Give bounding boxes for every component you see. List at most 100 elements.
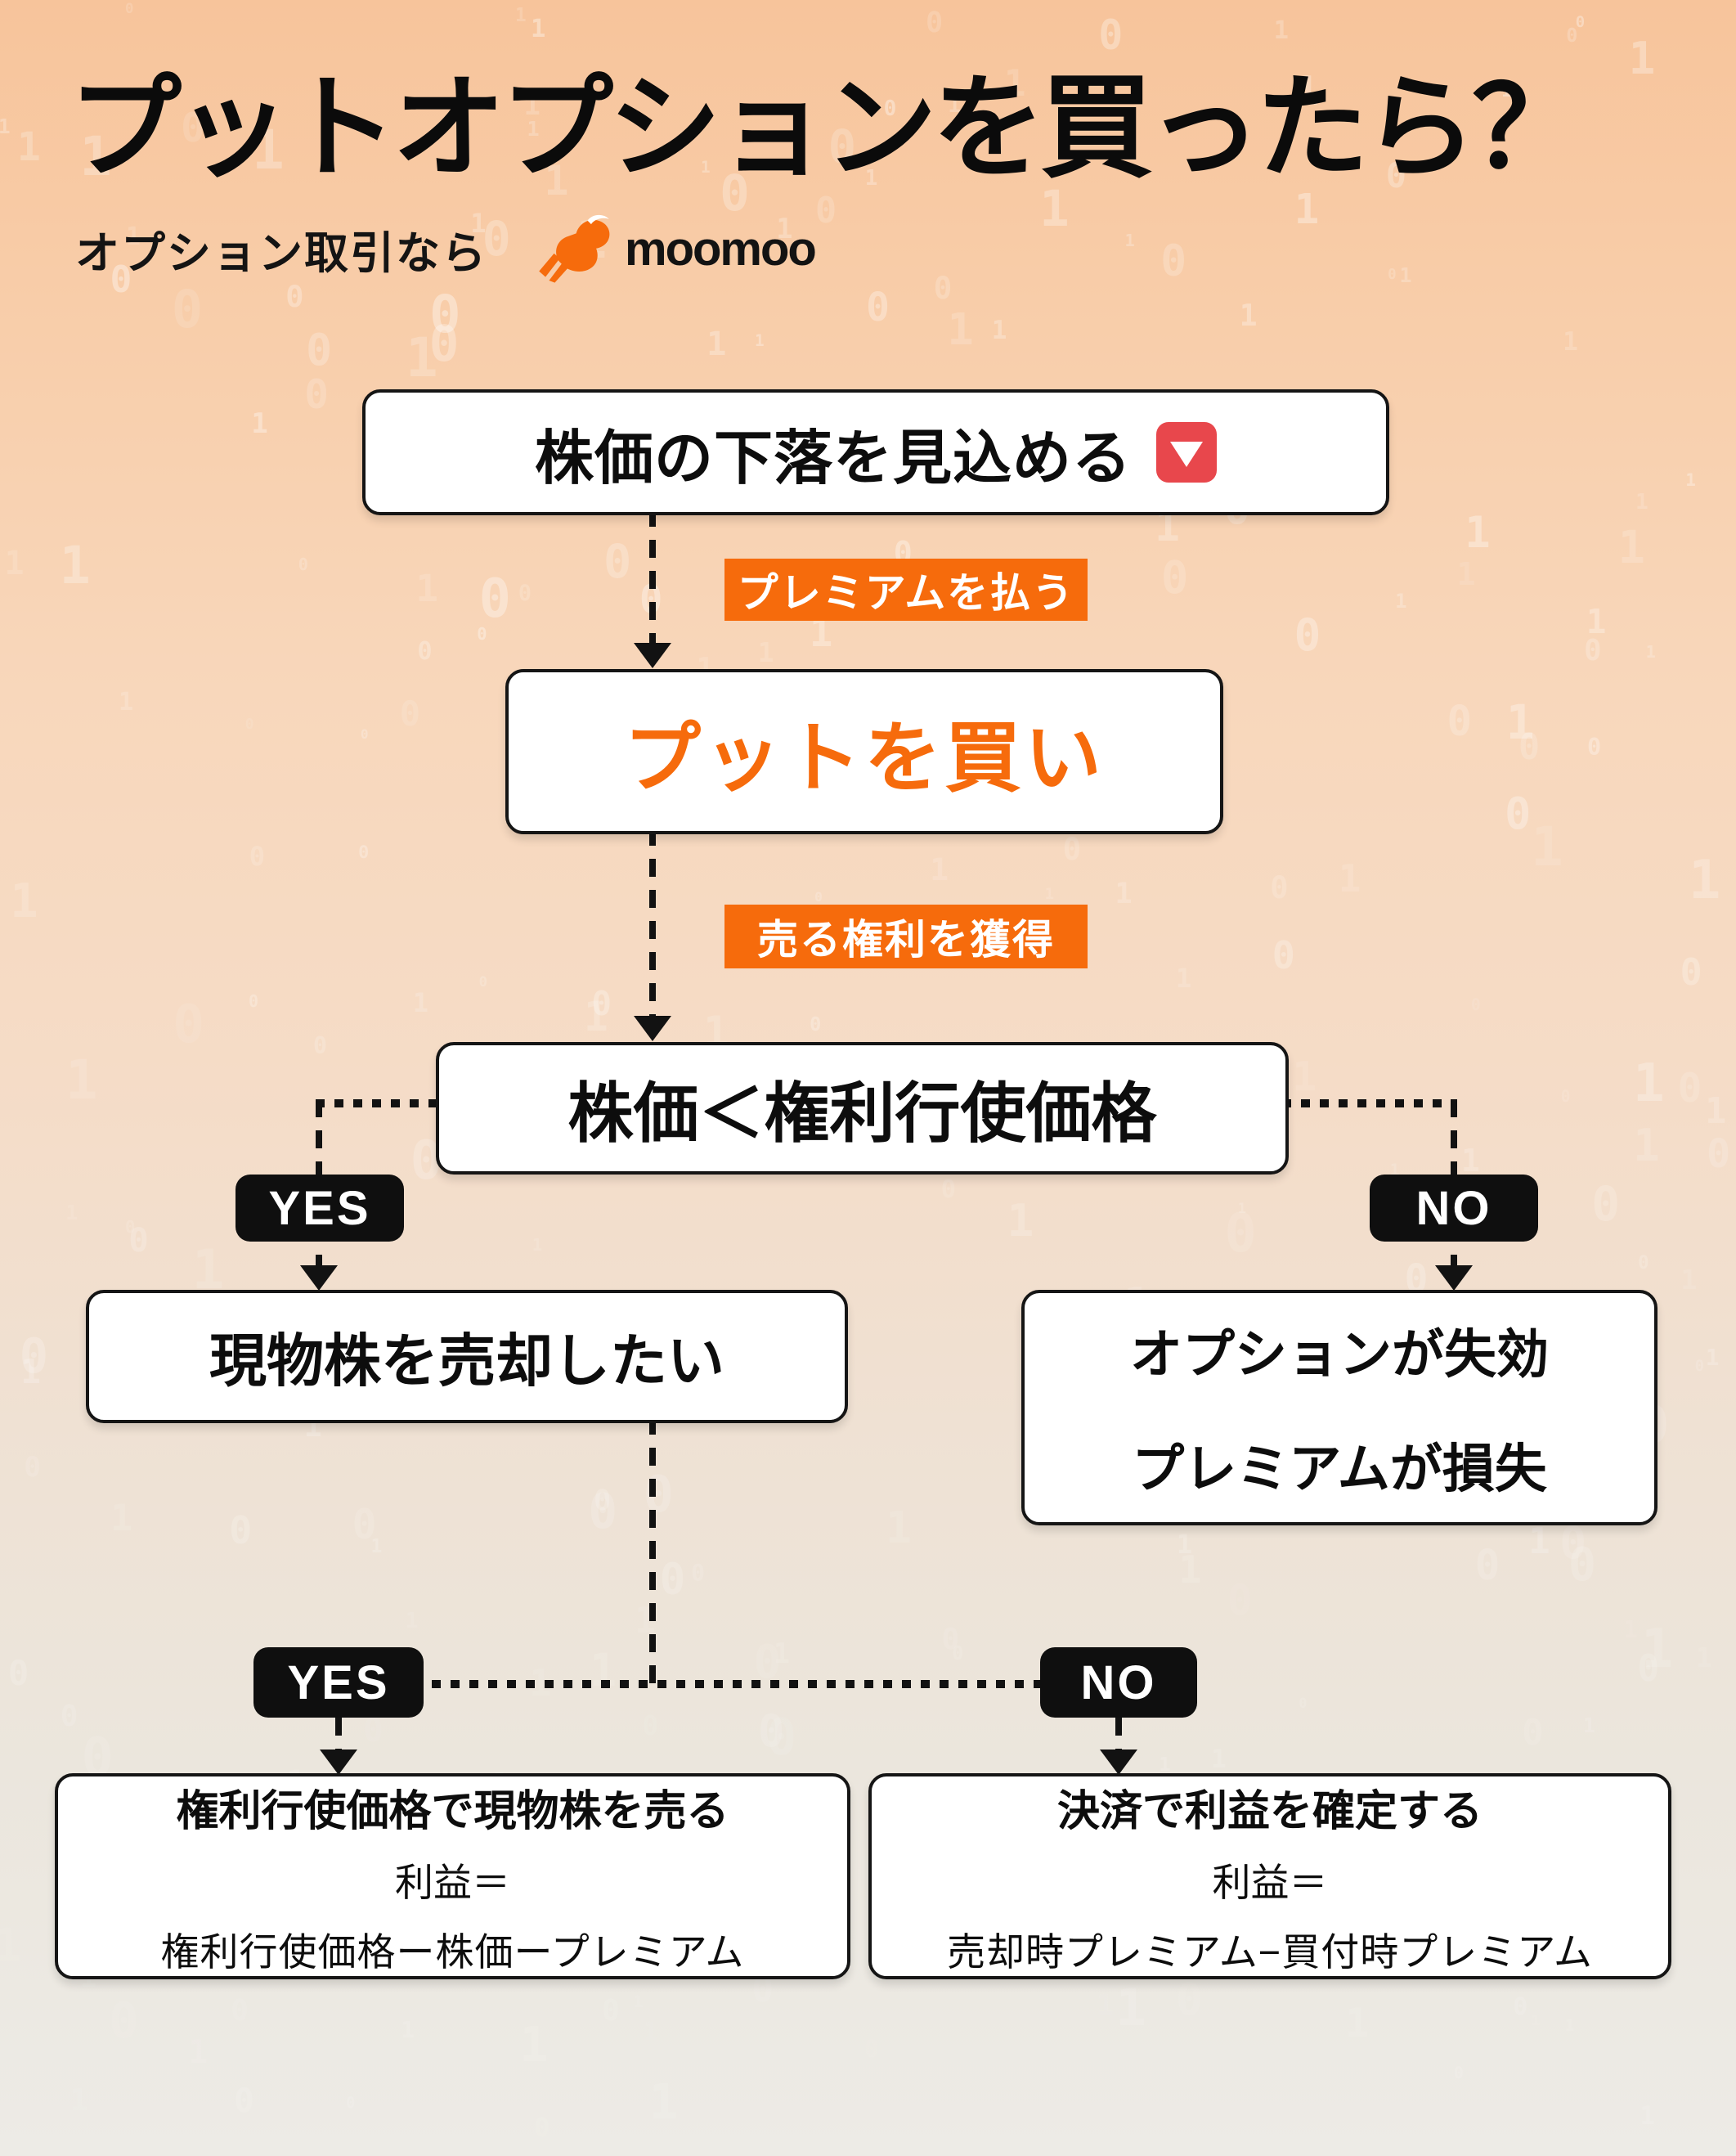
binary-digit: 1 [251, 406, 268, 440]
node-settle-profit: 決済で利益を確定する 利益＝ 売却時プレミアム−買付時プレミアム [868, 1773, 1671, 1979]
binary-digit: 0 [304, 370, 329, 418]
binary-digit: 1 [1003, 62, 1026, 106]
binary-digit: 0 [482, 211, 511, 267]
binary-digit: 1 [1689, 848, 1721, 911]
binary-digit: 0 [1518, 727, 1540, 769]
binary-digit: 0 [1272, 934, 1295, 979]
binary-digit: 1 [530, 14, 546, 43]
binary-digit: 0 [1299, 1695, 1308, 1711]
binary-digit: 1 [1044, 885, 1054, 903]
binary-digit: 1 [757, 637, 774, 669]
binary-digit: 0 [346, 2094, 356, 2112]
binary-digit: 1 [527, 117, 540, 141]
binary-digit: 0 [363, 1709, 384, 1750]
binary-digit: 1 [65, 1049, 98, 1112]
binary-digit: 1 [991, 316, 1007, 346]
binary-digit: 0 [181, 103, 205, 151]
binary-digit: 1 [1680, 1263, 1698, 1296]
binary-digit: 1 [1695, 1641, 1712, 1673]
page-subtitle: オプション取引なら [75, 228, 487, 278]
binary-digit: 0 [285, 279, 304, 315]
binary-digit: 0 [478, 568, 511, 630]
binary-digit: 1 [65, 1201, 79, 1225]
binary-digit: 0 [643, 1464, 674, 1524]
binary-digit: 0 [691, 1559, 705, 1587]
binary-digit: 1 [1640, 1618, 1674, 1680]
binary-digit: 0 [417, 636, 433, 666]
node-condition-label: 株価＜権利行使価格 [567, 1077, 1157, 1150]
edge-label-acquire-right: 売る権利を獲得 [724, 905, 1088, 968]
binary-digit: 1 [10, 873, 38, 928]
binary-digit: 0 [594, 1484, 612, 1518]
binary-digit: 0 [940, 1175, 956, 1205]
binary-digit: 1 [1124, 230, 1135, 250]
binary-digit: 0 [173, 994, 204, 1055]
binary-digit: 1 [1395, 589, 1407, 613]
binary-digit: 0 [757, 1705, 785, 1758]
binary-digit: 1 [1705, 1090, 1727, 1132]
binary-digit: 1 [70, 2082, 88, 2118]
binary-digit: 1 [584, 992, 608, 1040]
binary-digit: 1 [1505, 694, 1535, 750]
binary-digit: 1 [4, 544, 25, 582]
binary-digit: 0 [659, 1555, 686, 1605]
binary-digit: 1 [1645, 642, 1656, 663]
badge-no-1: NO [1370, 1175, 1538, 1242]
binary-digit: 1 [1632, 1053, 1665, 1115]
binary-digit: 1 [1635, 490, 1649, 515]
binary-digit: 1 [1460, 1142, 1480, 1179]
binary-digit: 1 [1640, 2102, 1656, 2131]
binary-digit: 1 [755, 331, 765, 351]
binary-digit: 1 [1583, 1713, 1595, 1737]
connector-condition-right [1282, 1099, 1454, 1107]
subtitle-row: オプション取引なら moomoo [75, 209, 817, 288]
node-sell-at-strike-formula: 権利行使価格ー株価ープレミアム [160, 1929, 745, 1974]
binary-digit: 1 [406, 326, 438, 389]
binary-digit: 0 [298, 555, 308, 575]
binary-digit: 0 [814, 888, 823, 905]
binary-digit: 0 [864, 2035, 879, 2064]
binary-digit: 1 [1564, 2016, 1575, 2036]
binary-digit: 1 [405, 1609, 419, 1634]
binary-digit: 0 [1160, 236, 1187, 287]
binary-digit: 1 [1563, 326, 1578, 357]
node-want-to-sell-label: 現物株を売却したい [209, 1329, 724, 1393]
binary-digit: 0 [24, 1451, 41, 1484]
binary-digit: 0 [1694, 1357, 1704, 1375]
binary-digit: 0 [1176, 1973, 1203, 2025]
binary-digit: 1 [110, 1497, 133, 1540]
binary-digit: 1 [16, 124, 41, 171]
binary-digit: 0 [1224, 1202, 1257, 1264]
binary-digit: 0 [1560, 1087, 1571, 1107]
binary-digit: 1 [191, 1238, 225, 1302]
binary-digit: 0 [313, 1031, 327, 1059]
binary-digit: 0 [1385, 155, 1406, 195]
binary-digit: 1 [948, 92, 961, 118]
binary-digit: 0 [1707, 1130, 1731, 1177]
binary-digit: 1 [1628, 32, 1656, 84]
node-sell-at-strike-profit-label: 利益＝ [395, 1860, 510, 1904]
binary-digit: 1 [1528, 1520, 1550, 1562]
binary-digit: 0 [1160, 550, 1189, 604]
binary-digit: 0 [244, 715, 254, 733]
binary-digit: 1 [1338, 856, 1361, 901]
binary-digit: 1 [1178, 1547, 1202, 1592]
binary-digit: 0 [1474, 1541, 1500, 1590]
connector-no2-down [1115, 1718, 1122, 1752]
binary-digit: 0 [19, 1327, 48, 1384]
binary-digit: 0 [478, 974, 487, 991]
binary-digit: 1 [885, 1502, 912, 1553]
binary-digit: 1 [864, 165, 878, 191]
binary-digit: 1 [1239, 297, 1258, 333]
badge-yes-2: YES [253, 1647, 424, 1718]
binary-digit: 1 [532, 1234, 542, 1255]
binary-digit: 0 [766, 1708, 797, 1767]
binary-digit: 1 [544, 155, 569, 204]
binary-digit: 1 [415, 567, 439, 611]
binary-digit: 1 [0, 1919, 22, 1972]
binary-digit: 1 [125, 222, 141, 252]
binary-digit: 0 [810, 1013, 822, 1036]
binary-digit: 0 [1505, 787, 1532, 839]
binary-digit: 1 [1295, 69, 1320, 115]
page-title: プットオプションを買ったら？ [69, 65, 1585, 191]
